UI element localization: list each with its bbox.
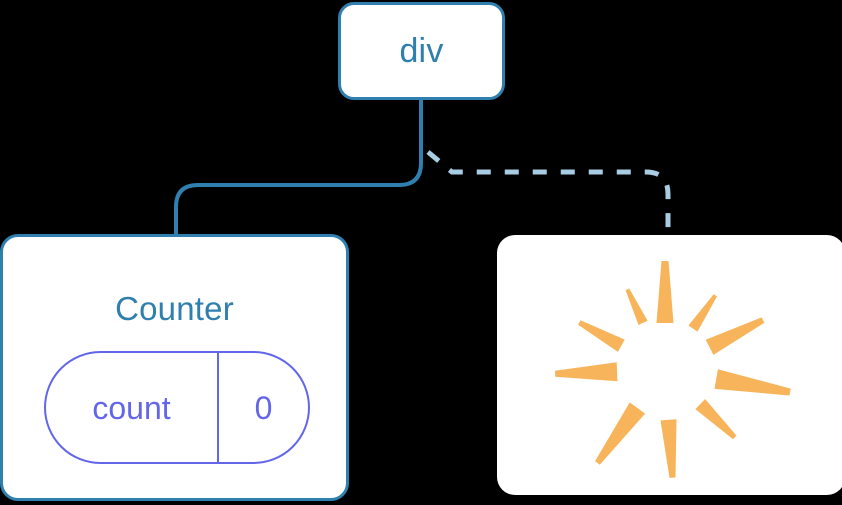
state-divider: [217, 353, 219, 462]
node-div-label: div: [399, 32, 444, 70]
state-value: 0: [254, 389, 273, 426]
node-counter-label: Counter: [115, 290, 234, 327]
state-pill-count[interactable]: count 0: [44, 351, 310, 464]
edge-div-to-counter: [174, 98, 423, 238]
node-render-burst[interactable]: [497, 235, 842, 495]
node-div[interactable]: div: [338, 2, 505, 100]
edge-div-to-burst: [426, 150, 671, 235]
state-key: count: [92, 389, 171, 426]
